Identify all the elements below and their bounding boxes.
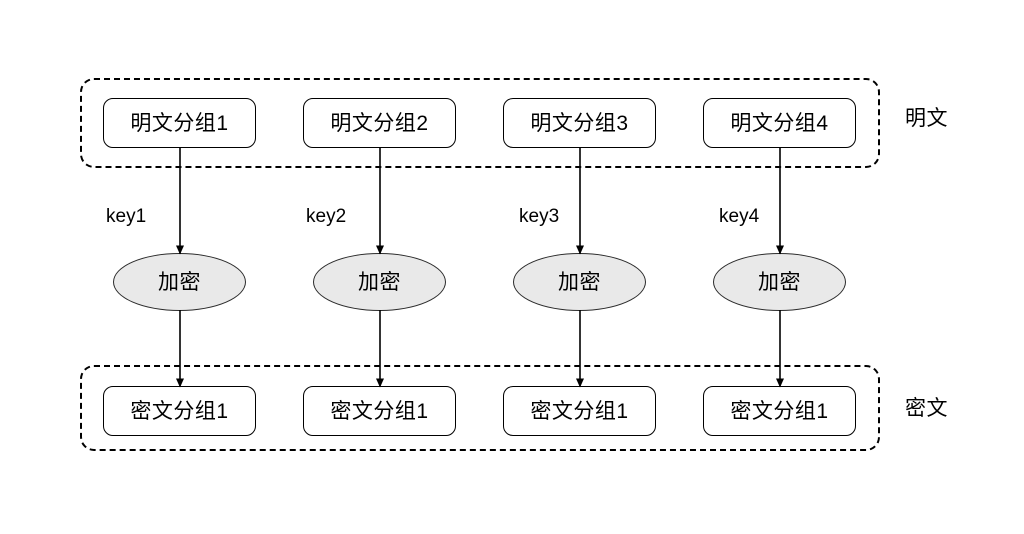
encrypt-node-4: 加密 <box>713 253 846 311</box>
key-label-3: key3 <box>519 206 560 227</box>
plaintext-block-2: 明文分组2 <box>303 98 456 148</box>
plaintext-block-3: 明文分组3 <box>503 98 656 148</box>
key-label-2: key2 <box>306 206 347 227</box>
plaintext-group-container <box>80 78 880 168</box>
plaintext-group-label: 明文 <box>905 107 948 130</box>
encrypt-node-1: 加密 <box>113 253 246 311</box>
plaintext-block-1: 明文分组1 <box>103 98 256 148</box>
ciphertext-block-3: 密文分组1 <box>503 386 656 436</box>
ciphertext-group-container <box>80 365 880 451</box>
plaintext-block-4: 明文分组4 <box>703 98 856 148</box>
ciphertext-block-2: 密文分组1 <box>303 386 456 436</box>
key-label-4: key4 <box>719 206 760 227</box>
ciphertext-block-1: 密文分组1 <box>103 386 256 436</box>
ciphertext-group-label: 密文 <box>905 397 948 420</box>
encrypt-node-2: 加密 <box>313 253 446 311</box>
encrypt-node-3: 加密 <box>513 253 646 311</box>
key-label-1: key1 <box>106 206 147 227</box>
ciphertext-block-4: 密文分组1 <box>703 386 856 436</box>
